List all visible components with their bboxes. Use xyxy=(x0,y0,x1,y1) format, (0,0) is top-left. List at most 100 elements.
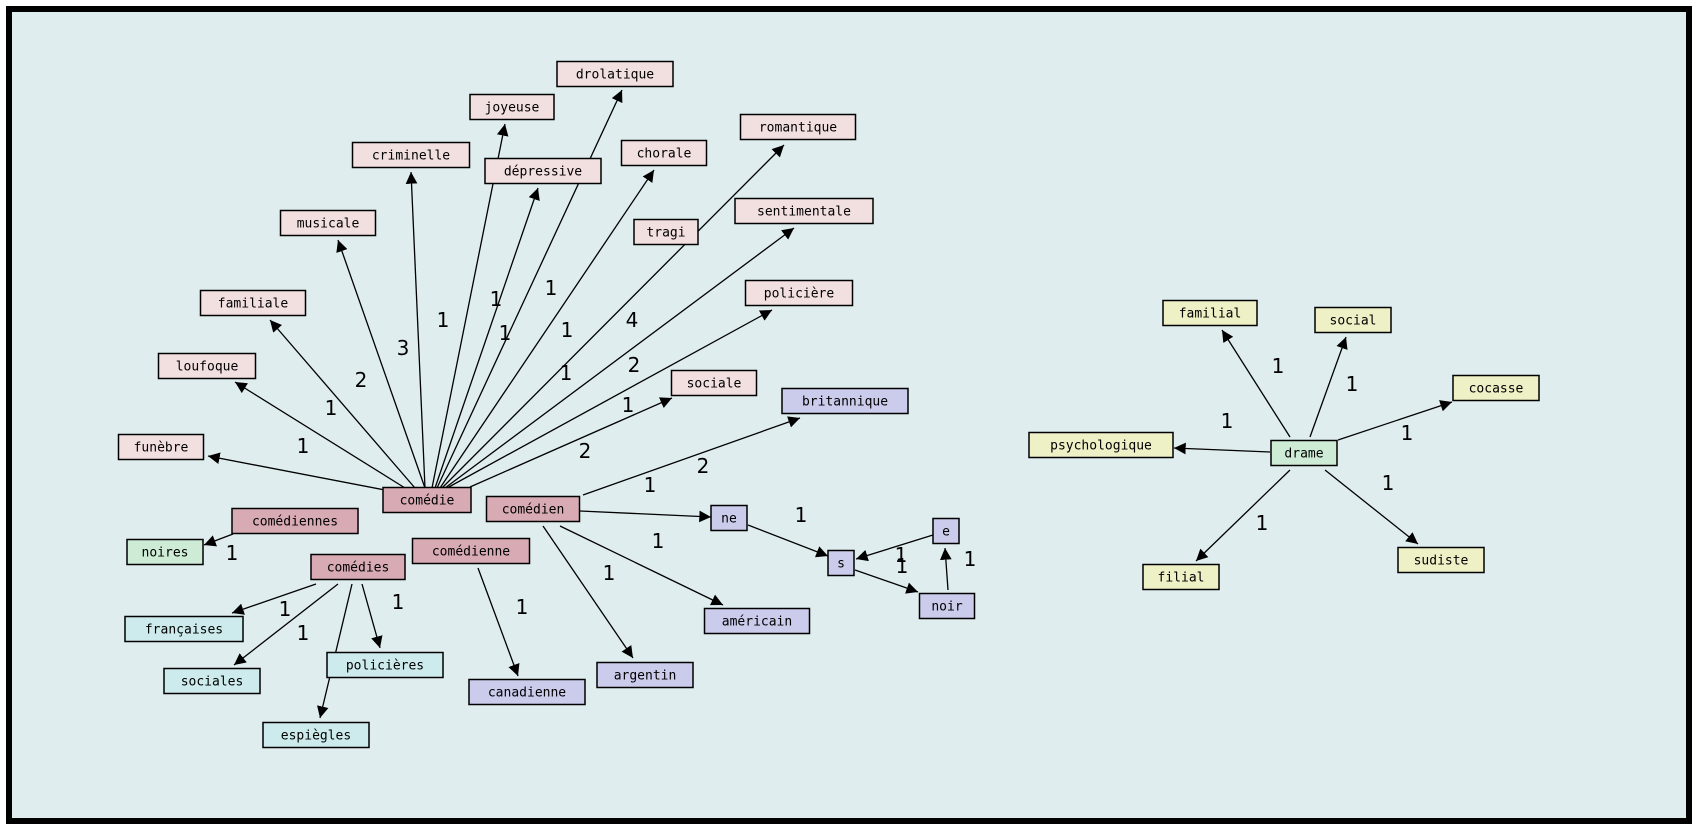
edge-weight-label: 1 xyxy=(1382,471,1395,495)
edge-weight-label: 4 xyxy=(626,308,639,332)
edge-arrow xyxy=(405,171,426,489)
edge-arrow xyxy=(542,525,634,659)
node-label: sociales xyxy=(181,675,244,690)
node-social[interactable]: social xyxy=(1314,306,1392,334)
node-comedien[interactable]: comédien xyxy=(485,495,581,523)
node-comedie[interactable]: comédie xyxy=(382,486,472,514)
node-chorale[interactable]: chorale xyxy=(620,139,708,167)
node-label: sudiste xyxy=(1414,554,1469,569)
edge-arrow xyxy=(855,534,934,562)
node-francaises[interactable]: françaises xyxy=(124,615,244,643)
edge-weight-label: 3 xyxy=(397,336,410,360)
node-box xyxy=(556,60,674,88)
node-box xyxy=(633,218,699,246)
node-psychologique[interactable]: psychologique xyxy=(1028,431,1174,459)
node-label: noires xyxy=(142,546,189,561)
node-familial[interactable]: familial xyxy=(1162,299,1258,327)
node-box xyxy=(411,537,531,565)
edge-arrow xyxy=(1324,469,1419,545)
edge-comedie-depressive xyxy=(434,187,540,489)
node-comediennes[interactable]: comédiennes xyxy=(231,507,359,535)
node-label: familiale xyxy=(218,297,289,312)
edge-weight-label: 2 xyxy=(579,439,592,463)
node-sudiste[interactable]: sudiste xyxy=(1397,546,1485,574)
node-box xyxy=(1314,306,1392,334)
node-comedienne[interactable]: comédienne xyxy=(411,537,531,565)
node-loufoque[interactable]: loufoque xyxy=(157,352,257,380)
node-label: social xyxy=(1330,314,1377,329)
node-cocasse[interactable]: cocasse xyxy=(1452,374,1540,402)
node-box xyxy=(1162,299,1258,327)
node-label: espiègles xyxy=(281,729,351,744)
edge-arrow xyxy=(854,569,919,594)
edge-arrow xyxy=(1195,469,1291,562)
node-sociale[interactable]: sociale xyxy=(670,369,758,397)
node-comedies[interactable]: comédies xyxy=(310,553,406,581)
node-label: comédienne xyxy=(432,545,510,560)
edge-ne-s xyxy=(747,524,829,558)
node-americain[interactable]: américain xyxy=(703,607,811,635)
node-policieres[interactable]: policières xyxy=(326,651,444,679)
node-box xyxy=(827,549,855,577)
node-tragi[interactable]: tragi xyxy=(633,218,699,246)
edge-comedie-policiere xyxy=(446,309,773,489)
node-box xyxy=(703,607,811,635)
node-drame[interactable]: drame xyxy=(1270,439,1338,467)
node-filial[interactable]: filial xyxy=(1142,563,1220,591)
edge-weight-label: 1 xyxy=(896,554,909,578)
node-label: britannique xyxy=(802,395,888,410)
node-box xyxy=(124,615,244,643)
node-drolatique[interactable]: drolatique xyxy=(556,60,674,88)
node-label: e xyxy=(942,525,950,540)
node-label: loufoque xyxy=(176,360,239,375)
node-sociales[interactable]: sociales xyxy=(163,667,261,695)
edge-weight-label: 1 xyxy=(499,321,512,345)
node-box xyxy=(1452,374,1540,402)
node-britannique[interactable]: britannique xyxy=(781,387,909,415)
node-noir[interactable]: noir xyxy=(918,592,976,620)
node-canadienne[interactable]: canadienne xyxy=(468,678,586,706)
edge-arrow xyxy=(336,239,426,489)
node-label: noir xyxy=(931,600,962,615)
node-label: filial xyxy=(1158,571,1205,586)
node-s[interactable]: s xyxy=(827,549,855,577)
edge-arrow xyxy=(434,187,540,489)
edge-arrow xyxy=(439,169,655,489)
edge-weight-label: 1 xyxy=(652,529,665,553)
edge-arrow xyxy=(1337,400,1453,441)
node-depressive[interactable]: dépressive xyxy=(484,157,602,185)
node-box xyxy=(1028,431,1174,459)
node-label: canadienne xyxy=(488,686,566,701)
node-musicale[interactable]: musicale xyxy=(279,209,377,237)
node-romantique[interactable]: romantique xyxy=(739,113,857,141)
node-label: policières xyxy=(346,659,424,674)
edge-weight-label: 1 xyxy=(490,287,503,311)
node-box xyxy=(382,486,472,514)
edge-weight-label: 1 xyxy=(1272,354,1285,378)
node-noires[interactable]: noires xyxy=(126,538,204,566)
node-label: américain xyxy=(722,615,792,630)
edge-weight-label: 1 xyxy=(226,541,239,565)
edge-weight-label: 1 xyxy=(297,434,310,458)
node-box xyxy=(596,661,694,689)
node-argentin[interactable]: argentin xyxy=(596,661,694,689)
edge-comedie-familiale xyxy=(269,319,416,489)
edge-arrow xyxy=(231,583,317,615)
node-label: drame xyxy=(1284,447,1323,462)
node-box xyxy=(262,721,370,749)
node-criminelle[interactable]: criminelle xyxy=(351,141,471,169)
node-policiere[interactable]: policière xyxy=(744,279,854,307)
node-joyeuse[interactable]: joyeuse xyxy=(469,93,555,121)
node-sentimentale[interactable]: sentimentale xyxy=(734,197,874,225)
node-funebre[interactable]: funèbre xyxy=(117,433,205,461)
node-familiale[interactable]: familiale xyxy=(199,289,307,317)
node-ne[interactable]: ne xyxy=(710,504,748,532)
node-box xyxy=(710,504,748,532)
node-espiegles[interactable]: espiègles xyxy=(262,721,370,749)
node-e[interactable]: e xyxy=(932,517,960,545)
edge-comedien-americain xyxy=(559,525,724,606)
edge-comedie-chorale xyxy=(439,169,655,489)
edge-comedienne-canadienne xyxy=(477,567,520,677)
edge-weight-label: 1 xyxy=(545,276,558,300)
